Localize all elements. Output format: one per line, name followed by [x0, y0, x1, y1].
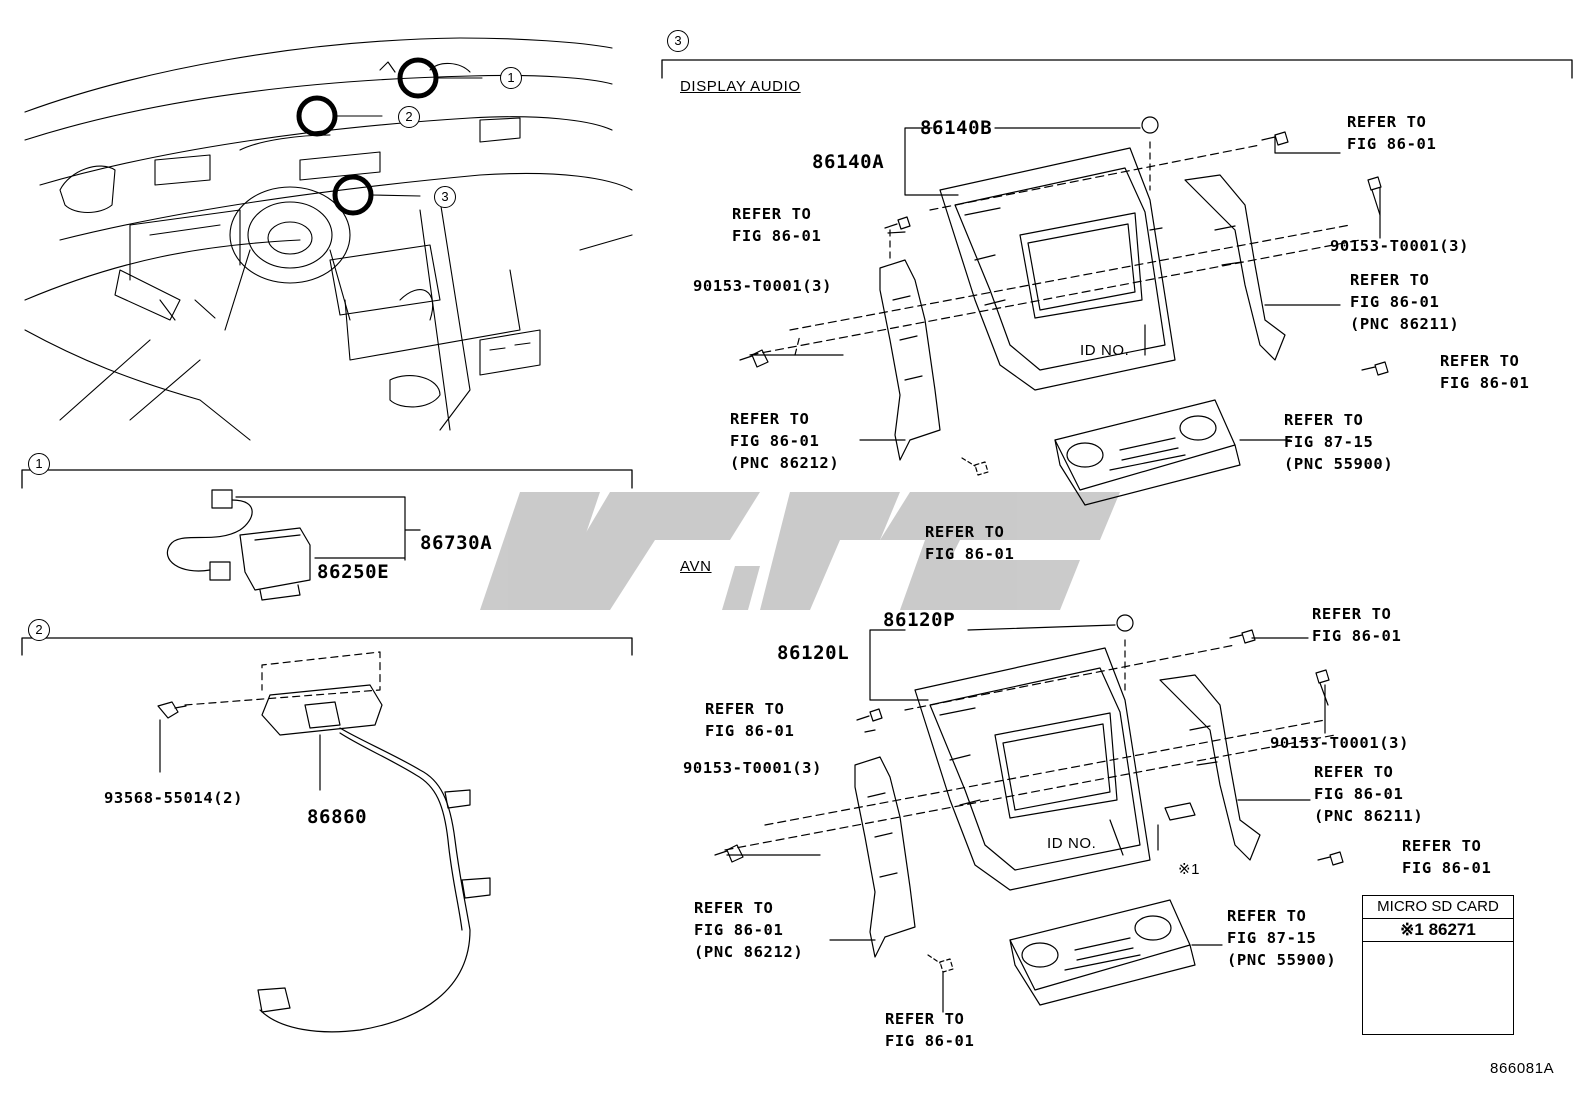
- avn-refer-hvac-3: (PNC 55900): [1227, 951, 1337, 969]
- avn-refer-top-left-2: FIG 86-01: [705, 722, 795, 740]
- part-label-86120l: 86120L: [777, 642, 850, 664]
- section-frames: [21, 59, 1573, 656]
- dashboard-overview-sketch: [24, 37, 633, 441]
- avn-drawing: [714, 614, 1344, 1013]
- avn-refer-mid-right-1: REFER TO: [1314, 763, 1394, 781]
- avn-refer-hvac-1: REFER TO: [1227, 907, 1307, 925]
- avn-id-no: ID NO.: [1047, 835, 1097, 852]
- avn-refer-top-right-2: FIG 86-01: [1312, 627, 1402, 645]
- da-refer-right-1: REFER TO: [1440, 352, 1520, 370]
- overview-callout-2: 2: [398, 106, 420, 128]
- da-refer-mid-right-2: FIG 86-01: [1350, 293, 1440, 311]
- da-refer-right-2: FIG 86-01: [1440, 374, 1530, 392]
- da-refer-mid-right-3: (PNC 86211): [1350, 315, 1460, 333]
- da-refer-hvac-3: (PNC 55900): [1284, 455, 1394, 473]
- avn-refer-top-right-1: REFER TO: [1312, 605, 1392, 623]
- avn-bolt-right: 90153-T0001(3): [1270, 734, 1410, 752]
- da-refer-hvac-1: REFER TO: [1284, 411, 1364, 429]
- da-refer-top-left-1: REFER TO: [732, 205, 812, 223]
- avn-refer-hvac-2: FIG 87-15: [1227, 929, 1317, 947]
- da-id-no: ID NO.: [1080, 342, 1130, 359]
- da-bolt-left: 90153-T0001(3): [693, 277, 833, 295]
- avn-refer-mid-left-3: (PNC 86212): [694, 943, 804, 961]
- part-label-93568-55014: 93568-55014(2): [104, 789, 244, 807]
- da-bolt-right: 90153-T0001(3): [1330, 237, 1470, 255]
- avn-bolt-left: 90153-T0001(3): [683, 759, 823, 777]
- part-label-86730a: 86730A: [420, 532, 493, 554]
- micro-sd-part: ※1 86271: [1363, 919, 1513, 942]
- display-audio-drawing: [739, 116, 1389, 506]
- da-refer-mid-left-1: REFER TO: [730, 410, 810, 428]
- avn-refer-mid-right-3: (PNC 86211): [1314, 807, 1424, 825]
- da-refer-top-right-1: REFER TO: [1347, 113, 1427, 131]
- da-refer-bottom-2: FIG 86-01: [925, 545, 1015, 563]
- avn-refer-mid-right-2: FIG 86-01: [1314, 785, 1404, 803]
- avn-title: AVN: [680, 558, 712, 575]
- da-refer-top-right-2: FIG 86-01: [1347, 135, 1437, 153]
- avn-refer-mid-left-2: FIG 86-01: [694, 921, 784, 939]
- avn-note-mark: ※1: [1178, 861, 1201, 878]
- part-label-86860: 86860: [307, 806, 368, 828]
- overview-callout-3: 3: [434, 186, 456, 208]
- da-refer-mid-right-1: REFER TO: [1350, 271, 1430, 289]
- watermark-logo: [480, 492, 1120, 610]
- section-marker-2: 2: [28, 619, 50, 641]
- part-label-86120p: 86120P: [883, 609, 956, 631]
- avn-refer-bottom-1: REFER TO: [885, 1010, 965, 1028]
- micro-sd-legend: MICRO SD CARD ※1 86271: [1362, 895, 1514, 1035]
- da-refer-mid-left-3: (PNC 86212): [730, 454, 840, 472]
- part-label-86250e: 86250E: [317, 561, 390, 583]
- display-audio-title: DISPLAY AUDIO: [680, 78, 801, 95]
- section-marker-1: 1: [28, 453, 50, 475]
- avn-refer-right-1: REFER TO: [1402, 837, 1482, 855]
- da-refer-hvac-2: FIG 87-15: [1284, 433, 1374, 451]
- part-label-86140a: 86140A: [812, 151, 885, 173]
- part-label-86140b: 86140B: [920, 117, 993, 139]
- avn-refer-top-left-1: REFER TO: [705, 700, 785, 718]
- da-refer-top-left-2: FIG 86-01: [732, 227, 822, 245]
- avn-refer-bottom-2: FIG 86-01: [885, 1032, 975, 1050]
- da-refer-mid-left-2: FIG 86-01: [730, 432, 820, 450]
- section2-drawing: [157, 651, 491, 1033]
- section-marker-3: 3: [667, 30, 689, 52]
- overview-callout-1: 1: [500, 67, 522, 89]
- da-refer-bottom-1: REFER TO: [925, 523, 1005, 541]
- figure-id: 866081A: [1490, 1060, 1555, 1077]
- avn-refer-right-2: FIG 86-01: [1402, 859, 1492, 877]
- micro-sd-title: MICRO SD CARD: [1363, 896, 1513, 919]
- section1-drawing: [166, 489, 421, 601]
- avn-refer-mid-left-1: REFER TO: [694, 899, 774, 917]
